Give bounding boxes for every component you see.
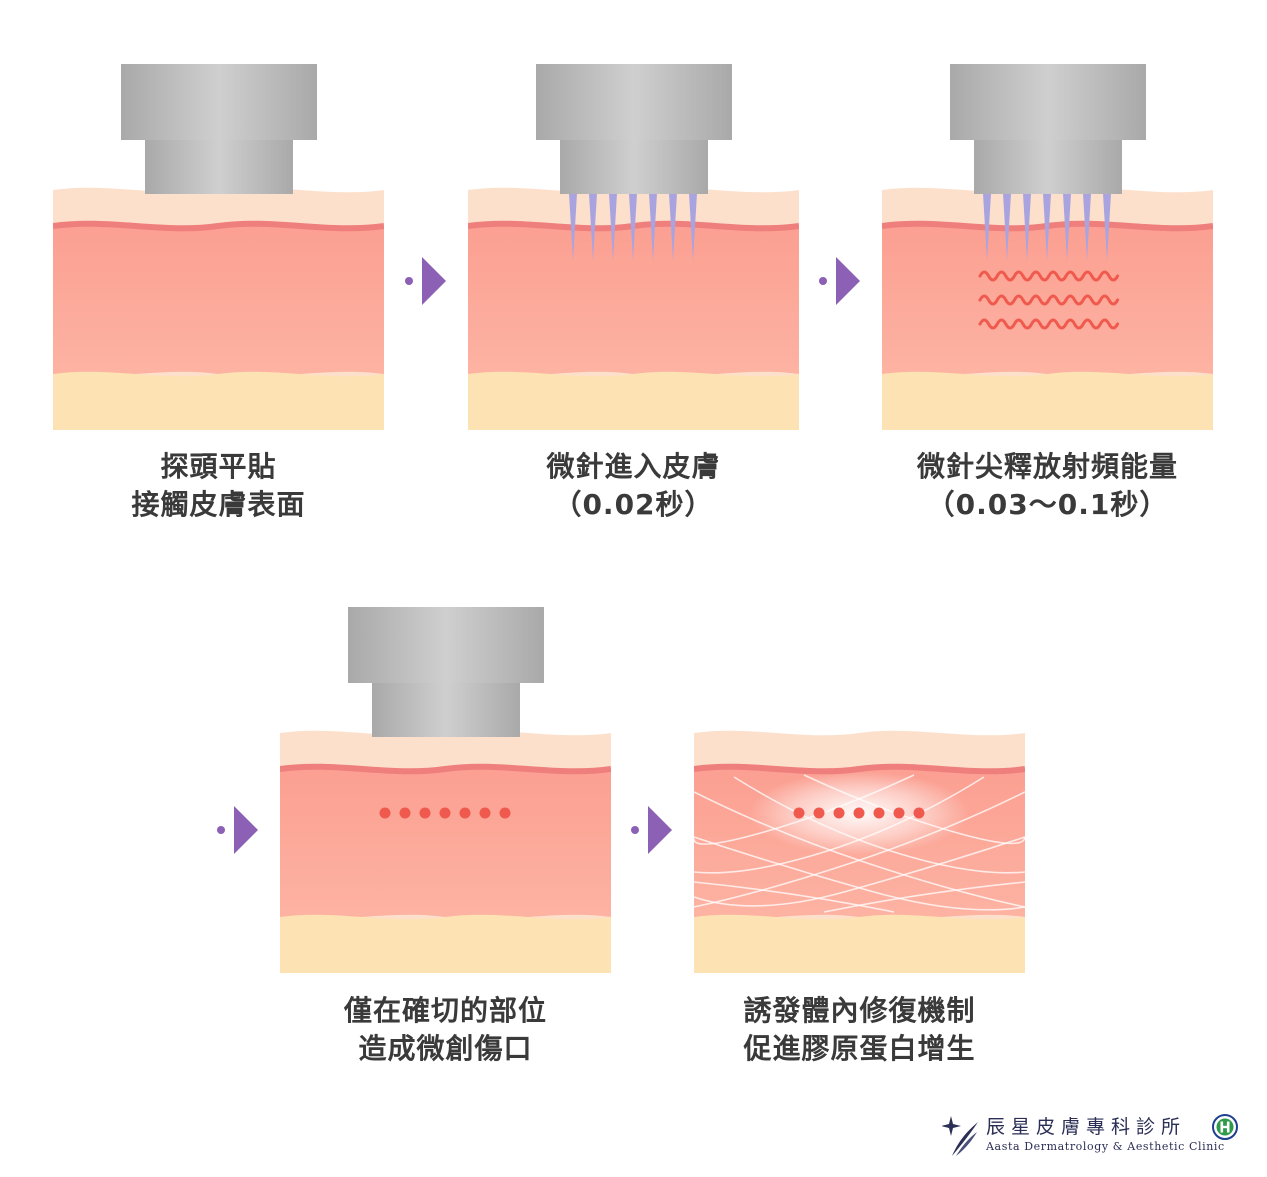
step-arrow-icon	[630, 803, 674, 857]
step-1-caption: 探頭平貼 接觸皮膚表面	[53, 448, 384, 524]
caption-line-2: 造成微創傷口	[280, 1030, 611, 1068]
caption-line-1: 僅在確切的部位	[280, 992, 611, 1030]
step-5-caption: 誘發體內修復機制 促進膠原蛋白增生	[694, 992, 1025, 1068]
skin-cross-section	[280, 731, 611, 973]
step-arrow-icon	[404, 254, 448, 308]
rf-probe	[121, 64, 317, 194]
caption-line-1: 誘發體內修復機制	[694, 992, 1025, 1030]
clinic-logo: 辰星皮膚專科診所 Aasta Dermatrology & Aesthetic …	[942, 1112, 1242, 1162]
step-1-illustration	[53, 64, 384, 430]
step-4-illustration	[280, 607, 611, 973]
step-4-caption: 僅在確切的部位 造成微創傷口	[280, 992, 611, 1068]
rf-probe	[950, 64, 1146, 194]
fat-layer	[53, 372, 384, 430]
rf-probe	[536, 64, 732, 194]
step-arrow-icon	[216, 803, 260, 857]
caption-line-1: 微針進入皮膚	[468, 448, 799, 486]
dermis-layer	[53, 224, 384, 377]
caption-line-1: 微針尖釋放射頻能量	[872, 448, 1223, 486]
skin-cross-section	[53, 188, 384, 430]
caption-line-2: （0.03～0.1秒）	[872, 486, 1223, 524]
step-arrow-icon	[818, 254, 862, 308]
step-3-caption: 微針尖釋放射頻能量 （0.03～0.1秒）	[872, 448, 1223, 524]
h-cross-badge-icon	[1212, 1114, 1238, 1140]
step-2-illustration	[468, 64, 799, 430]
caption-line-1: 探頭平貼	[53, 448, 384, 486]
clinic-name-zh: 辰星皮膚專科診所	[986, 1112, 1186, 1139]
step-2-caption: 微針進入皮膚 （0.02秒）	[468, 448, 799, 524]
rf-probe	[348, 607, 544, 737]
four-point-star-icon	[942, 1112, 980, 1158]
step-5-illustration	[694, 607, 1025, 973]
step-3-illustration	[882, 64, 1213, 430]
clinic-name-en: Aasta Dermatrology & Aesthetic Clinic	[986, 1140, 1225, 1153]
caption-line-2: 促進膠原蛋白增生	[694, 1030, 1025, 1068]
caption-line-2: 接觸皮膚表面	[53, 486, 384, 524]
caption-line-2: （0.02秒）	[468, 486, 799, 524]
